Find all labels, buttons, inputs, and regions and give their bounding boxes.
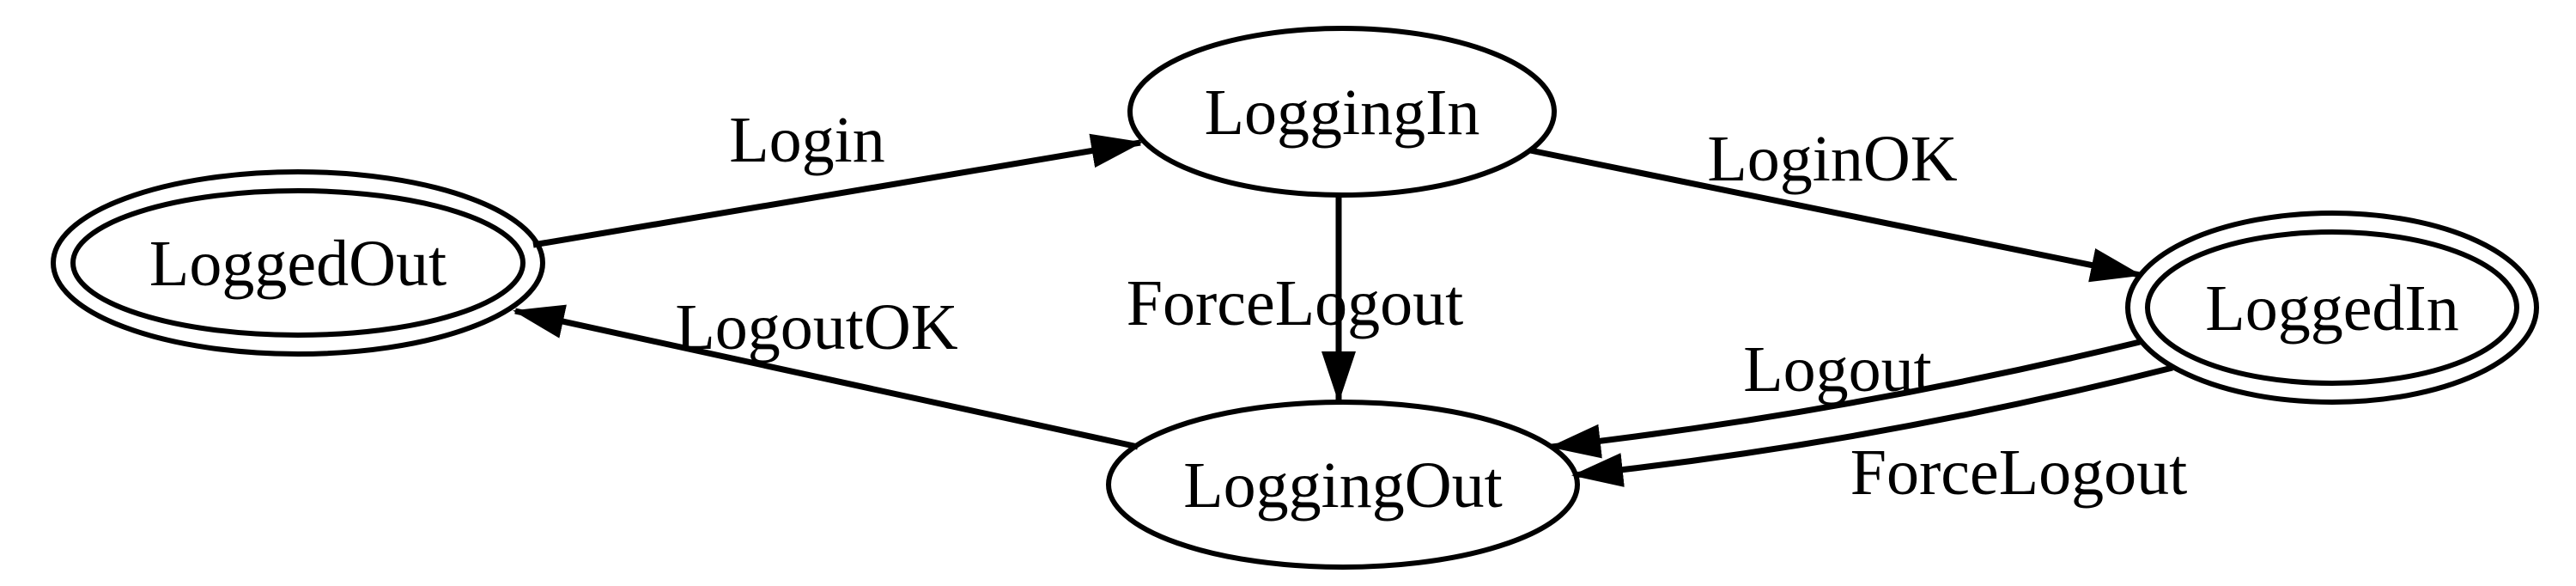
edge-logout-label: Logout (1743, 333, 1932, 406)
node-ellipse-outer (51, 169, 545, 357)
edge-forcelogout-mid-label: ForceLogout (1127, 267, 1464, 339)
state-node-loggedout: LoggedOut (51, 169, 545, 357)
node-label-loggingout: LoggingOut (1183, 449, 1503, 522)
node-label-loggedin: LoggedIn (2205, 272, 2458, 345)
edge-logout-path (1549, 339, 2141, 459)
edge-forcelogout-lower-label: ForceLogout (1850, 436, 2188, 509)
edge-loginok-label: LoginOK (1707, 123, 1957, 195)
edge-login: Login (532, 104, 1143, 248)
state-node-loggingout: LoggingOut (1106, 400, 1580, 570)
edge-login-path (532, 133, 1143, 248)
node-ellipse-outer (2125, 211, 2539, 405)
edge-forcelogout-lower-path (1571, 364, 2173, 487)
edge-logout: Logout (1549, 333, 2141, 459)
edge-login-label: Login (729, 104, 885, 176)
edge-logoutok-path (513, 304, 1139, 450)
node-ellipse (1106, 400, 1580, 570)
state-node-loggedin: LoggedIn (2125, 211, 2539, 405)
edge-loginok: LoginOK (1529, 123, 2142, 283)
node-ellipse (1127, 26, 1557, 198)
state-node-loggingin: LoggingIn (1127, 26, 1557, 198)
edge-forcelogout-mid: ForceLogout (1127, 196, 1464, 403)
node-ellipse-inner (2145, 229, 2519, 386)
edge-forcelogout-lower: ForceLogout (1571, 364, 2188, 509)
edge-loginok-path (1529, 147, 2142, 283)
edge-logoutok-label: LogoutOK (675, 291, 957, 363)
node-ellipse-inner (70, 188, 526, 338)
edge-logoutok: LogoutOK (513, 291, 1139, 450)
node-label-loggingin: LoggingIn (1205, 76, 1480, 149)
node-label-loggedout: LoggedOut (149, 228, 447, 300)
